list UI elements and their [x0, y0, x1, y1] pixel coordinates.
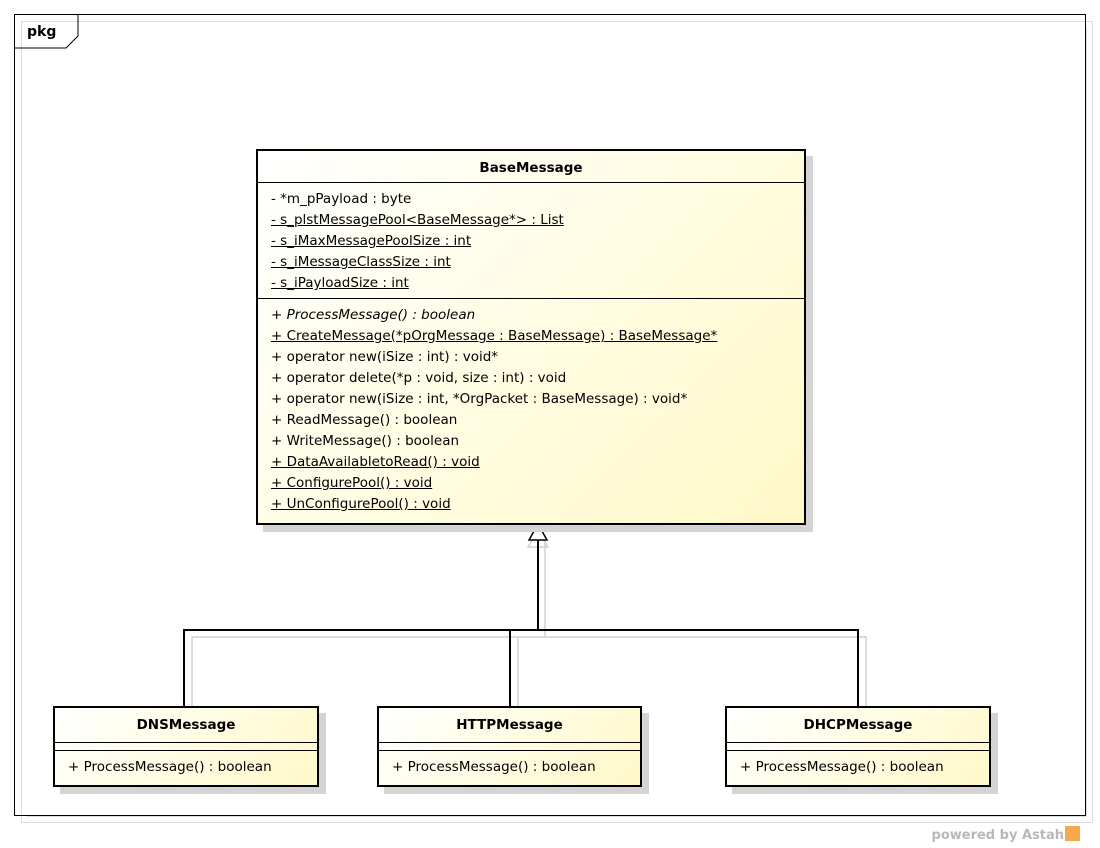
operation: + ProcessMessage() : boolean: [392, 759, 596, 775]
operations-section: + ProcessMessage() : boolean: [379, 751, 640, 782]
attribute: - s_plstMessagePool<BaseMessage*> : List: [271, 212, 564, 228]
package-frame: [14, 14, 1086, 816]
class-dnsmessage[interactable]: DNSMessage + ProcessMessage() : boolean: [53, 706, 319, 787]
operation: + DataAvailabletoRead() : void: [271, 454, 480, 470]
operations-section: + ProcessMessage() : boolean: [55, 751, 317, 782]
operation: + ProcessMessage() : boolean: [740, 759, 944, 775]
class-name: DNSMessage: [55, 708, 317, 743]
operation: + ConfigurePool() : void: [271, 475, 433, 491]
operation: + WriteMessage() : boolean: [271, 433, 460, 449]
operation: + operator new(iSize : int) : void*: [271, 349, 499, 365]
operations-section: + ProcessMessage() : boolean + CreateMes…: [258, 299, 804, 519]
operations-section: + ProcessMessage() : boolean: [727, 751, 989, 782]
operation: + operator delete(*p : void, size : int)…: [271, 370, 567, 386]
powered-by-footer: powered by Astah: [932, 826, 1080, 843]
attribute: - s_iMessageClassSize : int: [271, 254, 451, 270]
operation: + ReadMessage() : boolean: [271, 412, 458, 428]
operation: + operator new(iSize : int, *OrgPacket :…: [271, 391, 688, 407]
generalization-branch-dns: [183, 629, 538, 706]
class-name: DHCPMessage: [727, 708, 989, 743]
operation: + ProcessMessage() : boolean: [68, 759, 272, 775]
operation: + ProcessMessage() : boolean: [271, 307, 476, 323]
attribute: - *m_pPayload : byte: [271, 191, 412, 207]
frame-label: pkg: [27, 24, 57, 40]
connector-shadows: [191, 529, 867, 706]
astah-logo-icon: [1065, 826, 1080, 841]
class-dhcpmessage[interactable]: DHCPMessage + ProcessMessage() : boolean: [725, 706, 991, 787]
operation: + CreateMessage(*pOrgMessage : BaseMessa…: [271, 328, 718, 344]
generalization-branch-http: [509, 629, 538, 706]
frame-tab-outline: [14, 14, 79, 49]
class-name: BaseMessage: [258, 151, 804, 183]
class-basemessage[interactable]: BaseMessage - *m_pPayload : byte - s_pls…: [256, 149, 806, 525]
class-name: HTTPMessage: [379, 708, 640, 743]
generalization-arrowhead-icon: [527, 522, 549, 541]
attribute: - s_iPayloadSize : int: [271, 275, 409, 291]
operation: + UnConfigurePool() : void: [271, 496, 451, 512]
frame-shadow: [21, 21, 1093, 823]
powered-by-text: powered by Astah: [931, 828, 1064, 843]
generalization-branch-dhcp: [538, 629, 859, 706]
attributes-section: [727, 743, 989, 751]
attributes-section: [379, 743, 640, 751]
class-httpmessage[interactable]: HTTPMessage + ProcessMessage() : boolean: [377, 706, 642, 787]
attribute: - s_iMaxMessagePoolSize : int: [271, 233, 472, 249]
attributes-section: [55, 743, 317, 751]
attributes-section: - *m_pPayload : byte - s_plstMessagePool…: [258, 183, 804, 299]
